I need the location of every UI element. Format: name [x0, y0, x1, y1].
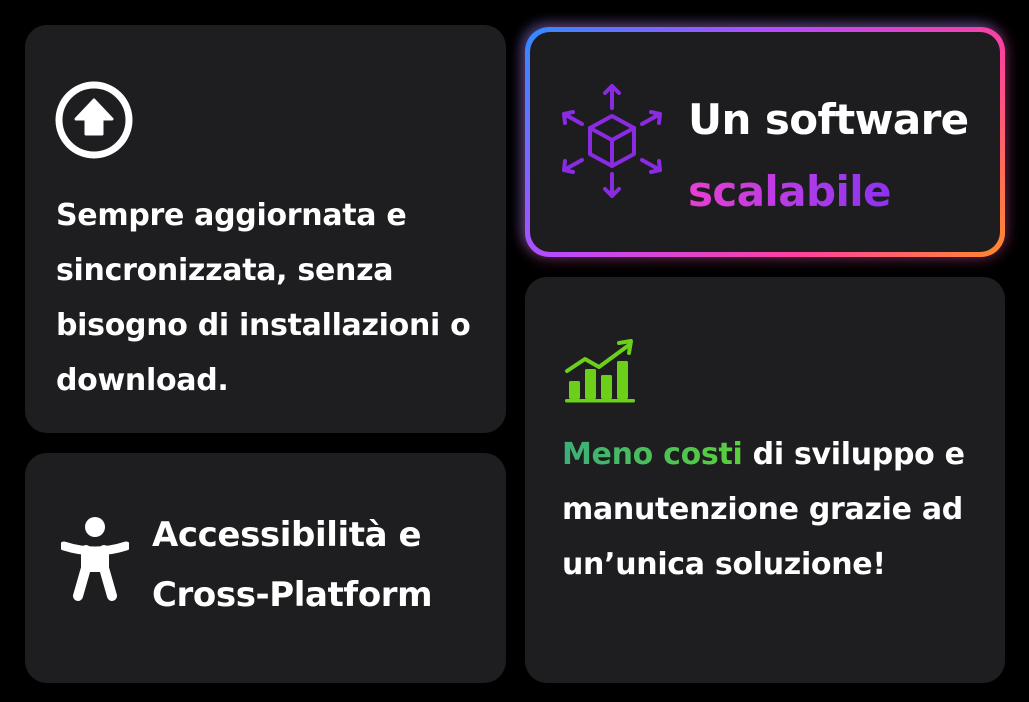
accessibility-person-icon	[59, 516, 131, 602]
feature-card-costs: Meno costi di sviluppo e manutenzione gr…	[525, 277, 1005, 683]
accessibility-title-line-1: Accessibilità e	[152, 515, 422, 555]
scalable-title-accent: scalabile	[688, 167, 892, 216]
feature-card-scalable: Un software scalabile	[530, 32, 1000, 252]
feature-card-sync: Sempre aggiornata e sincronizzata, senza…	[25, 25, 506, 433]
scalable-title-plain: Un software	[688, 95, 969, 144]
growth-chart-icon	[563, 337, 639, 403]
scalable-title: Un software scalabile	[688, 84, 988, 228]
feature-card-accessibility: Accessibilità e Cross-Platform	[25, 453, 506, 683]
sync-description: Sempre aggiornata e sincronizzata, senza…	[56, 198, 471, 398]
cube-expand-arrows-icon	[560, 82, 664, 202]
accessibility-title-line-2: Cross-Platform	[152, 575, 433, 615]
accessibility-title: Accessibilità e Cross-Platform	[152, 505, 497, 625]
upload-arrow-circle-icon	[54, 80, 134, 160]
costs-description-rest: di sviluppo e manutenzione grazie ad un’…	[562, 437, 965, 582]
costs-description-accent: Meno costi	[562, 437, 743, 472]
costs-description: Meno costi di sviluppo e manutenzione gr…	[562, 427, 992, 592]
